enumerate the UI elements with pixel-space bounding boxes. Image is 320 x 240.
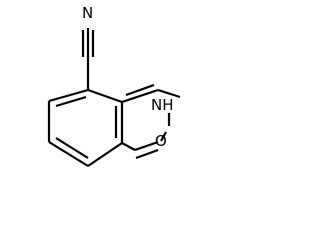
double-bond-c8a-c1: [125, 83, 155, 97]
bond-c5-c4a: [87, 142, 123, 167]
double-bond-c8-c7: [55, 95, 87, 108]
atom-label-ring-nh: NH: [151, 96, 174, 114]
double-bond-c6-c5: [55, 137, 89, 159]
bond-c6-c5: [48, 141, 89, 167]
benzene-ring: [47, 88, 124, 167]
bond-c8-c7: [48, 88, 89, 103]
bond-c1-n2: [157, 88, 181, 99]
bond-c3-c4: [134, 140, 159, 152]
atom-label-nitrile-n: N: [82, 4, 93, 22]
bond-c8a-c8: [87, 88, 123, 104]
bond-c4-c4a: [121, 142, 136, 151]
chemical-structure: N NH O: [47, 4, 181, 167]
bond-c8a-c1: [121, 88, 159, 104]
atom-label-carbonyl-o: O: [155, 132, 167, 150]
double-bond-c3-c4: [135, 148, 159, 160]
nitrile-group: [81, 28, 95, 90]
pyridinone-ring: [121, 83, 181, 160]
bond-c3-o: [160, 131, 167, 142]
